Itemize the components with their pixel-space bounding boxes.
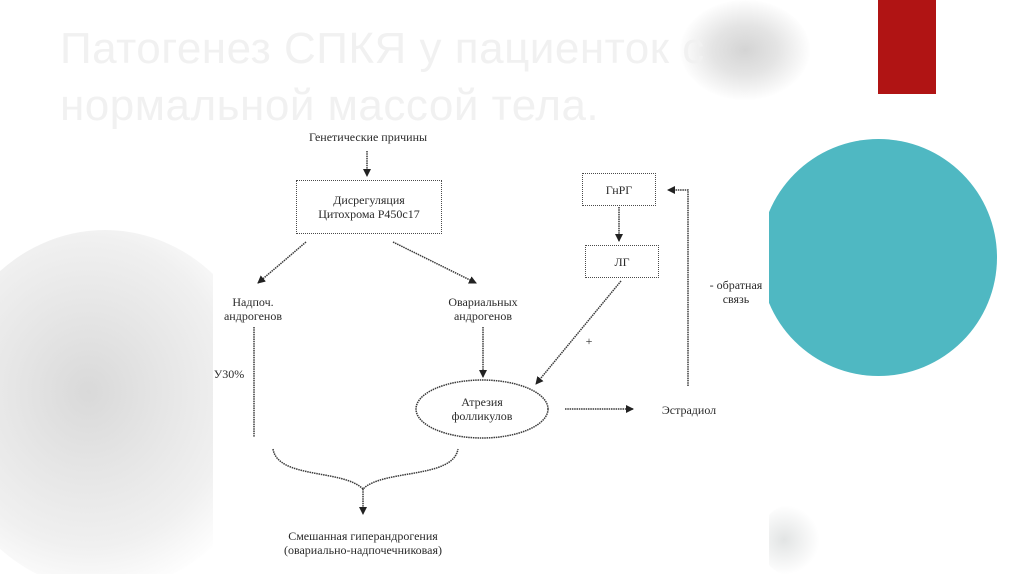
node-dysregulation-box: Дисрегуляция Цитохрома Р450с17 bbox=[296, 180, 442, 234]
label-negative-feedback: - обратная связь bbox=[696, 278, 776, 306]
arrow-dysregulation-to-ovarian bbox=[392, 241, 477, 284]
node-estradiol: Эстрадиол bbox=[661, 403, 717, 417]
arrow-feedback-estradiol-to-gnrh bbox=[667, 186, 689, 386]
atresia-line2: фолликулов bbox=[451, 409, 513, 423]
ovarian-line2: андрогенов bbox=[453, 309, 513, 323]
node-mixed-hyperandrogenism: Смешанная гиперандрогения (овариально-на… bbox=[243, 529, 483, 557]
feedback-line1: - обратная bbox=[709, 278, 763, 292]
slide-title: Патогенез СПКЯ у пациенток с нормальной … bbox=[60, 24, 705, 130]
teal-accent-circle bbox=[760, 139, 997, 376]
decorative-shadow-bottom bbox=[760, 505, 820, 574]
adrenal-line2: андрогенов bbox=[223, 309, 283, 323]
node-gnrh-box: ГнРГ bbox=[582, 173, 656, 206]
node-ovarian-androgens: Овариальных андрогенов bbox=[423, 295, 543, 323]
node-genetic-causes: Генетические причины bbox=[308, 130, 428, 144]
mixed-line1: Смешанная гиперандрогения bbox=[288, 529, 438, 543]
adrenal-line1: Надпоч. bbox=[232, 295, 274, 309]
node-adrenal-androgens: Надпоч. андрогенов bbox=[203, 295, 303, 323]
gnrh-label: ГнРГ bbox=[605, 182, 633, 197]
merge-brace bbox=[272, 448, 459, 491]
dysregulation-line2: Цитохрома Р450с17 bbox=[318, 207, 420, 221]
lh-label: ЛГ bbox=[614, 254, 630, 269]
node-lh-box: ЛГ bbox=[585, 245, 659, 278]
diagram-connectors bbox=[253, 151, 689, 515]
node-follicle-atresia: Атрезия фолликулов bbox=[432, 395, 532, 423]
dysregulation-line1: Дисрегуляция bbox=[333, 193, 405, 207]
ovarian-line1: Овариальных bbox=[448, 295, 518, 309]
arrow-dysregulation-to-adrenal bbox=[257, 241, 307, 284]
label-increase-percent: У30% bbox=[213, 367, 245, 381]
feedback-line2: связь bbox=[722, 292, 750, 306]
mixed-line2: (овариально-надпочечниковая) bbox=[283, 543, 443, 557]
atresia-line1: Атрезия bbox=[461, 395, 503, 409]
decorative-shadow-top bbox=[680, 0, 810, 100]
arrow-lh-to-atresia bbox=[535, 280, 622, 385]
atresia-ellipse bbox=[415, 379, 549, 439]
label-plus: + bbox=[585, 334, 593, 348]
red-accent-bar bbox=[878, 0, 936, 94]
pathogenesis-diagram: Генетические причины Дисрегуляция Цитохр… bbox=[213, 124, 769, 566]
